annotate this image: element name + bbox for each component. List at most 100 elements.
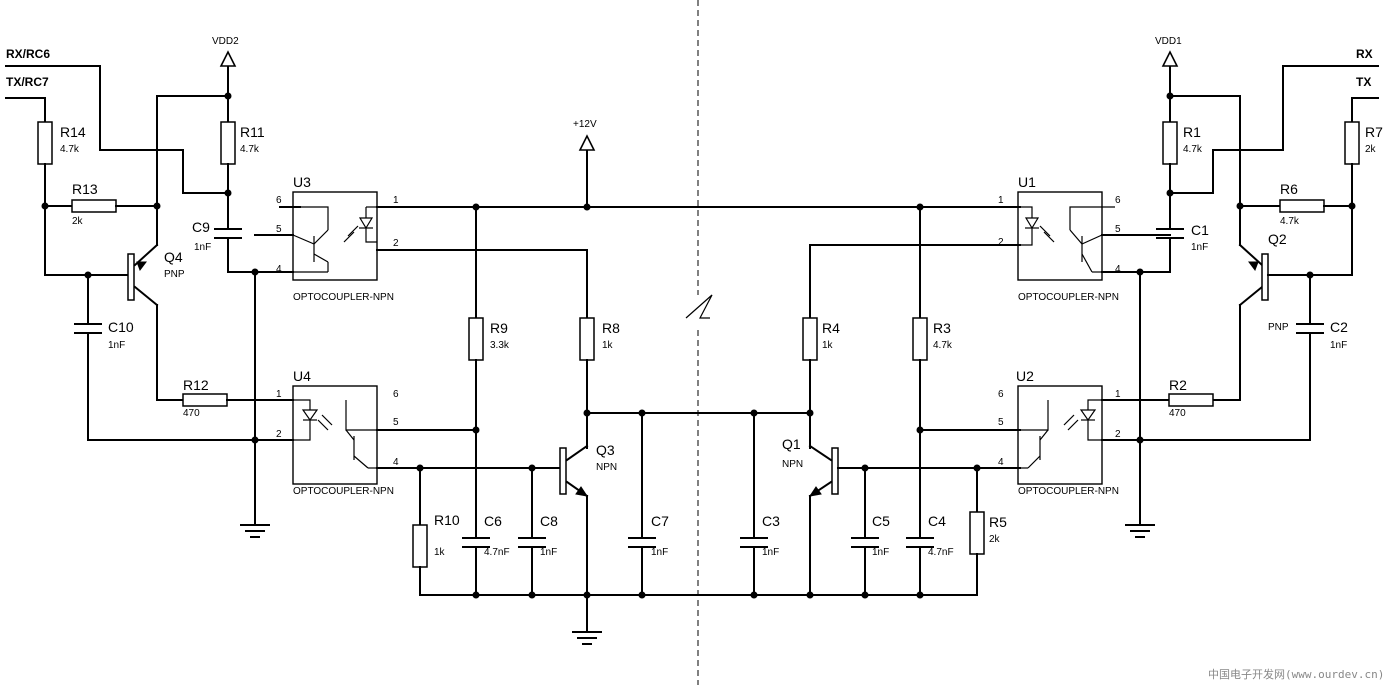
watermark-text: 中国电子开发网(www.ourdev.cn) [1208, 667, 1384, 681]
optocoupler-u1-label: U1 [1018, 174, 1036, 190]
resistor-r14-value: 4.7k [60, 144, 80, 155]
svg-text:1: 1 [998, 195, 1004, 206]
optocoupler-u2-part: OPTOCOUPLER-NPN [1018, 486, 1119, 497]
svg-text:1: 1 [276, 389, 282, 400]
resistor-r7-body [1344, 121, 1360, 165]
resistor-r13-body [71, 199, 117, 213]
resistor-r6-value: 4.7k [1280, 216, 1300, 227]
resistor-r5-label: R5 [989, 514, 1007, 530]
resistor-r13-value: 2k [72, 216, 84, 227]
resistor-r9-body [468, 317, 484, 361]
resistor-r7-label: R7 [1365, 124, 1383, 140]
svg-text:5: 5 [1115, 224, 1121, 235]
resistor-r9-value: 3.3k [490, 340, 510, 351]
svg-text:5: 5 [276, 224, 282, 235]
optocoupler-u4-part: OPTOCOUPLER-NPN [293, 486, 394, 497]
resistor-r8-body [579, 317, 595, 361]
resistor-r12-label: R12 [183, 377, 209, 393]
capacitor-c6-value: 4.7nF [484, 547, 510, 558]
ground-icon [240, 524, 270, 538]
transistor-q3-label: Q3 [596, 442, 615, 458]
net-label-rx-rc6: RX/RC6 [6, 47, 50, 61]
optocoupler-u2-label: U2 [1016, 368, 1034, 384]
optocoupler-u2-body [1017, 385, 1103, 485]
resistor-r12-value: 470 [183, 408, 200, 419]
optocoupler-u3-body [292, 191, 378, 281]
capacitor-c2-value: 1nF [1330, 340, 1347, 351]
svg-text:2: 2 [1115, 429, 1121, 440]
svg-text:5: 5 [393, 417, 399, 428]
resistor-r6-label: R6 [1280, 181, 1298, 197]
capacitor-c1-value: 1nF [1191, 242, 1208, 253]
isolation-barrier [685, 0, 713, 685]
resistor-r3-value: 4.7k [933, 340, 953, 351]
resistor-r5-value: 2k [989, 534, 1001, 545]
svg-text:6: 6 [1115, 195, 1121, 206]
left-circuit: RX/RC6 TX/RC7 R14 4.7k R13 2k Q4 PNP [5, 36, 1021, 645]
power-label-vdd2: VDD2 [212, 36, 239, 47]
right-circuit: C3 1nF R4 1k Q1 NPN C5 1nF R3 4.7k [740, 36, 1383, 596]
transistor-q4-type: PNP [164, 269, 185, 280]
svg-text:1: 1 [393, 195, 399, 206]
svg-text:2: 2 [276, 429, 282, 440]
svg-text:4: 4 [276, 264, 282, 275]
resistor-r1-value: 4.7k [1183, 144, 1203, 155]
resistor-r12-body [182, 393, 228, 407]
svg-text:6: 6 [998, 389, 1004, 400]
resistor-r10-label: R10 [434, 512, 460, 528]
ground-icon [572, 631, 602, 645]
capacitor-c5-label: C5 [872, 513, 890, 529]
resistor-r6-body [1279, 199, 1325, 213]
optocoupler-u1-part: OPTOCOUPLER-NPN [1018, 292, 1119, 303]
capacitor-c2-label: C2 [1330, 319, 1348, 335]
resistor-r8-label: R8 [602, 320, 620, 336]
resistor-r9-label: R9 [490, 320, 508, 336]
capacitor-c10-value: 1nF [108, 340, 125, 351]
optocoupler-u4-body [292, 385, 378, 485]
optocoupler-u4-label: U4 [293, 368, 311, 384]
capacitor-c7-label: C7 [651, 513, 669, 529]
svg-text:5: 5 [998, 417, 1004, 428]
capacitor-c9-value: 1nF [194, 242, 211, 253]
resistor-r2-label: R2 [1169, 377, 1187, 393]
capacitor-c3-label: C3 [762, 513, 780, 529]
optocoupler-u3-label: U3 [293, 174, 311, 190]
svg-text:2: 2 [393, 238, 399, 249]
capacitor-c8-value: 1nF [540, 547, 557, 558]
power-label-vdd1: VDD1 [1155, 36, 1182, 47]
resistor-r8-value: 1k [602, 340, 614, 351]
transistor-q2-type: PNP [1268, 322, 1289, 333]
resistor-r7-value: 2k [1365, 144, 1377, 155]
resistor-r2-value: 470 [1169, 408, 1186, 419]
capacitor-c4-value: 4.7nF [928, 547, 954, 558]
resistor-r3-label: R3 [933, 320, 951, 336]
capacitor-c9-label: C9 [192, 219, 210, 235]
net-label-tx-rc7: TX/RC7 [6, 75, 49, 89]
power-label-12v: +12V [573, 119, 597, 130]
resistor-r2-body [1168, 393, 1214, 407]
svg-text:1: 1 [1115, 389, 1121, 400]
resistor-r11-value: 4.7k [240, 144, 260, 155]
resistor-r10-body [412, 524, 428, 568]
optocoupler-u3-part: OPTOCOUPLER-NPN [293, 292, 394, 303]
capacitor-c3-value: 1nF [762, 547, 779, 558]
svg-text:2: 2 [998, 237, 1004, 248]
resistor-r3-body [912, 317, 928, 361]
svg-text:4: 4 [393, 457, 399, 468]
capacitor-c4-label: C4 [928, 513, 946, 529]
resistor-r11-label: R11 [240, 124, 265, 140]
transistor-q2-label: Q2 [1268, 231, 1287, 247]
net-label-rx: RX [1356, 47, 1373, 61]
svg-text:6: 6 [276, 195, 282, 206]
resistor-r10-value: 1k [434, 547, 446, 558]
resistor-r11-body [220, 121, 236, 165]
transistor-q3-type: NPN [596, 462, 617, 473]
resistor-r1-label: R1 [1183, 124, 1201, 140]
resistor-r4-label: R4 [822, 320, 840, 336]
svg-text:4: 4 [998, 457, 1004, 468]
transistor-q1-type: NPN [782, 459, 803, 470]
capacitor-c10-label: C10 [108, 319, 134, 335]
transistor-q1-label: Q1 [782, 436, 801, 452]
capacitor-c8-label: C8 [540, 513, 558, 529]
